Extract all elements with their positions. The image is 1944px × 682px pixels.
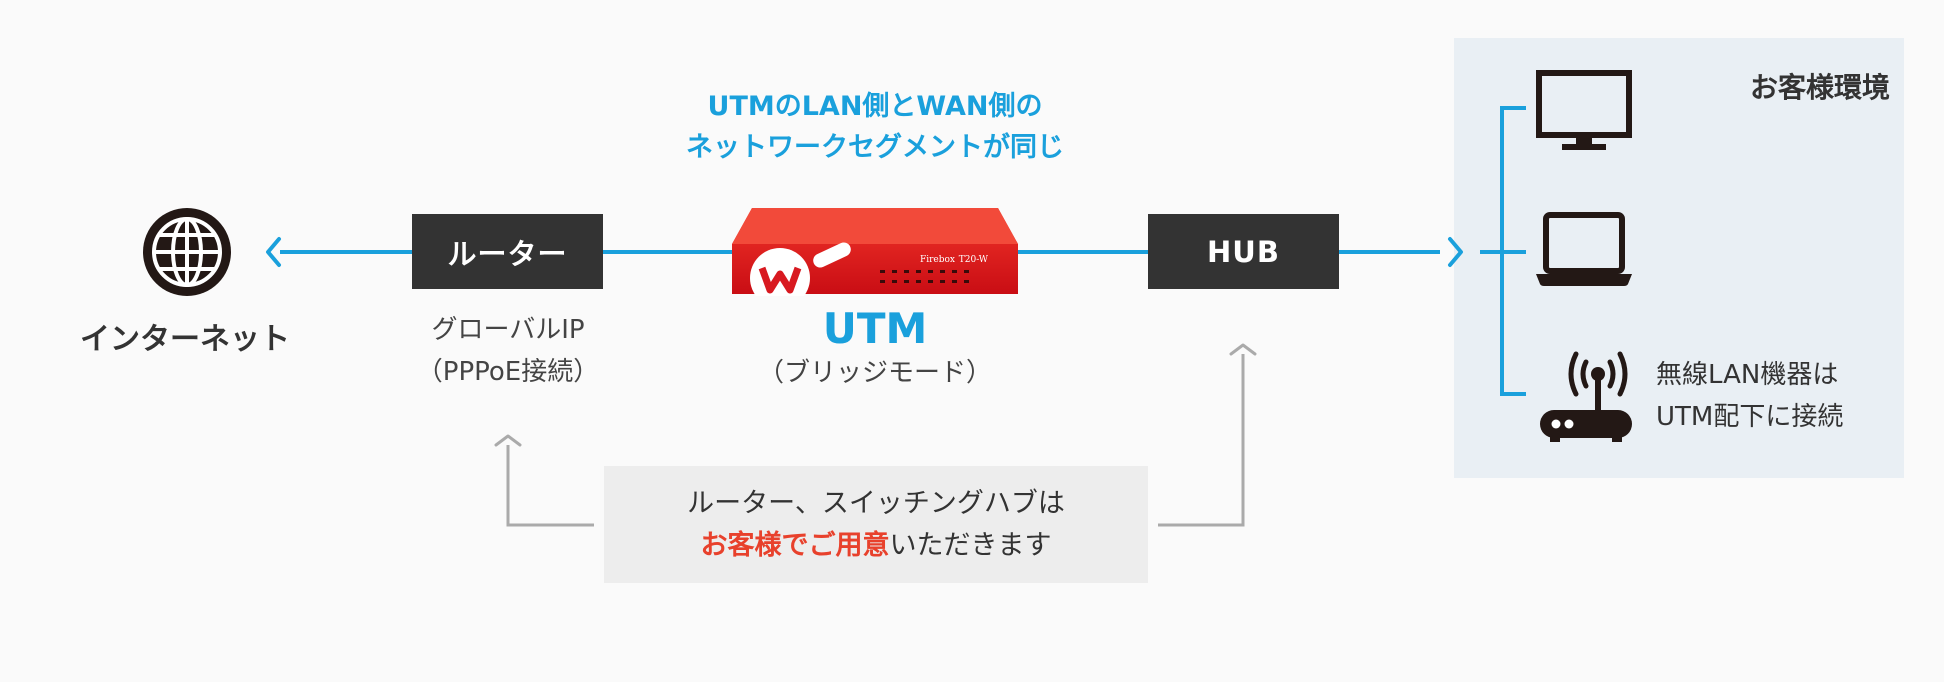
segment-caption-line1: UTMのLAN側とWAN側の bbox=[707, 91, 1043, 122]
globe-icon bbox=[143, 208, 231, 296]
preparation-note-line2: お客様でご用意いただきます bbox=[701, 525, 1052, 567]
hub-box-label: HUB bbox=[1207, 234, 1280, 269]
segment-caption: UTMのLAN側とWAN側の ネットワークセグメントが同じ bbox=[660, 86, 1090, 168]
utm-device-icon: Firebox T20-W bbox=[732, 208, 1018, 296]
wireless-note-line2: UTM配下に接続 bbox=[1656, 402, 1844, 432]
router-caption-line1: グローバルIP bbox=[431, 315, 585, 345]
arrow-to-customer-icon bbox=[1448, 237, 1463, 267]
router-caption-line2: （PPPoE接続） bbox=[416, 357, 600, 387]
preparation-note-line1: ルーター、スイッチングハブは bbox=[687, 487, 1065, 519]
router-box: ルーター bbox=[412, 214, 603, 289]
utm-device-brand: Firebox bbox=[920, 255, 955, 265]
note-connector-right bbox=[1158, 354, 1245, 527]
preparation-note-rest: いただきます bbox=[889, 529, 1052, 561]
wireless-router-icon bbox=[1540, 351, 1632, 442]
wireless-note: 無線LAN機器は UTM配下に接続 bbox=[1656, 354, 1886, 438]
router-caption: グローバルIP （PPPoE接続） bbox=[392, 309, 624, 393]
router-box-label: ルーター bbox=[447, 236, 568, 271]
note-arrow-left-icon bbox=[494, 434, 522, 447]
note-arrow-right-icon bbox=[1229, 343, 1257, 356]
utm-device-model: T20-W bbox=[959, 255, 989, 265]
segment-caption-line2: ネットワークセグメントが同じ bbox=[686, 132, 1064, 163]
monitor-icon bbox=[1536, 70, 1632, 150]
note-connector-left bbox=[506, 445, 594, 527]
customer-environment-panel bbox=[1454, 38, 1904, 478]
preparation-note-highlight: お客様でご用意 bbox=[700, 529, 890, 561]
internet-label: インターネット bbox=[80, 322, 290, 357]
utm-subtitle: （ブリッジモード） bbox=[757, 358, 992, 388]
hub-box: HUB bbox=[1148, 214, 1339, 289]
arrow-to-internet-icon bbox=[266, 237, 281, 267]
utm-title: UTM bbox=[822, 304, 928, 353]
preparation-note-box: ルーター、スイッチングハブは お客様でご用意いただきます bbox=[604, 466, 1148, 583]
wireless-note-line1: 無線LAN機器は bbox=[1656, 360, 1839, 390]
laptop-icon bbox=[1536, 212, 1632, 286]
customer-env-title: お客様環境 bbox=[1749, 71, 1890, 104]
